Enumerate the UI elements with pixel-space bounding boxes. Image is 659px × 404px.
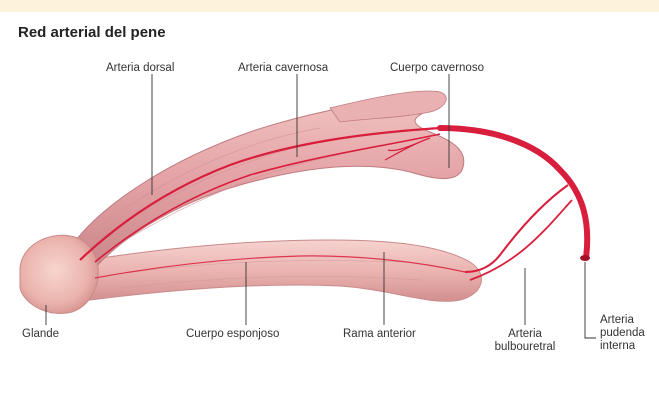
pudenda-cut-end <box>580 255 590 261</box>
label-arteria-pudenda-line1: Arteria <box>600 314 658 327</box>
label-cuerpo-cavernoso: Cuerpo cavernoso <box>390 62 484 75</box>
label-arteria-cavernosa: Arteria cavernosa <box>238 62 328 75</box>
label-arteria-bulbouretral: Arteria bulbouretral <box>492 328 558 354</box>
label-arteria-pudenda-line3: interna <box>600 340 658 353</box>
label-glande: Glande <box>22 328 59 341</box>
label-arteria-bulbouretral-line2: bulbouretral <box>492 341 558 354</box>
leader-arteria-pudenda <box>585 262 596 338</box>
label-cuerpo-esponjoso: Cuerpo esponjoso <box>186 328 279 341</box>
label-arteria-bulbouretral-line1: Arteria <box>492 328 558 341</box>
glans-shape <box>20 235 98 313</box>
label-rama-anterior: Rama anterior <box>343 328 416 341</box>
label-arteria-pudenda-interna: Arteria pudenda interna <box>600 314 658 353</box>
arteria-bulbouretral-vessel <box>465 185 568 272</box>
label-arteria-dorsal: Arteria dorsal <box>106 62 174 75</box>
label-arteria-pudenda-line2: pudenda <box>600 327 658 340</box>
cavernosum-crus-upper <box>330 91 446 122</box>
